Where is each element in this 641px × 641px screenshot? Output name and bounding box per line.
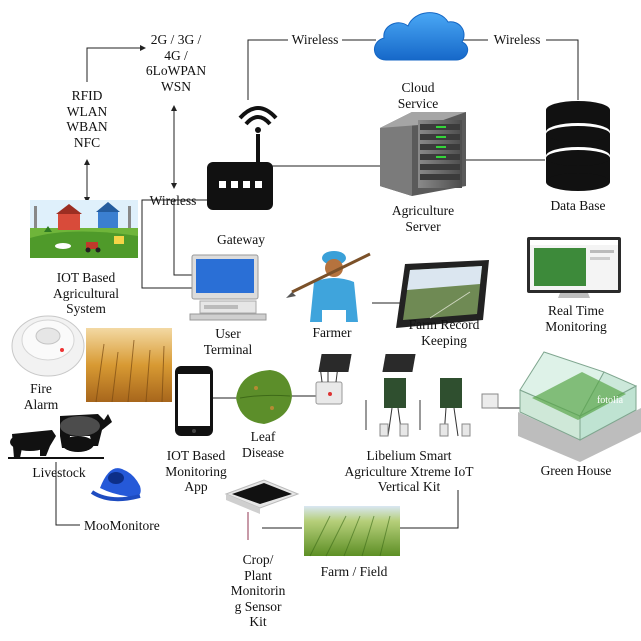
tablet-icon: [396, 260, 489, 328]
cloud-service-label: Cloud Service: [397, 80, 439, 111]
iot-agri-system-label: IOT Based Agricultural System: [53, 270, 119, 316]
server-icon: [380, 112, 466, 196]
greenhouse-icon: [518, 351, 641, 462]
fire-alarm-icon: [11, 315, 85, 377]
fire-alarm-label: Fire Alarm: [23, 381, 59, 412]
real-time-label: Real Time Monitoring: [545, 303, 607, 334]
green-house-label: Green House: [540, 463, 612, 478]
collar-icon: [90, 468, 141, 502]
gateway-label: Gateway: [217, 232, 265, 247]
iot-app-label: IOT Based Monitoring App: [165, 448, 227, 494]
user-terminal-label: User Terminal: [203, 326, 253, 357]
farm-field-label: Farm / Field: [320, 564, 388, 579]
farmer-icon: [286, 251, 371, 322]
database-label: Data Base: [550, 198, 606, 213]
libelium-label: Libelium Smart Agriculture Xtreme IoT Ve…: [344, 448, 474, 494]
greenhouse-watermark: fotolia: [596, 395, 624, 406]
farm-scene-image: [30, 200, 138, 258]
smartphone-icon: [175, 366, 213, 436]
leaf-disease-label: Leaf Disease: [242, 429, 284, 460]
computer-terminal-icon: [189, 254, 267, 321]
monitor-icon: [527, 237, 621, 298]
crop-sensor-icon: [224, 479, 300, 540]
gateway-router-icon: [207, 106, 278, 210]
field-image: [304, 506, 400, 557]
sensor-kit-icon: [315, 354, 499, 437]
connection-lines: [55, 39, 579, 529]
farm-record-label: Farm Record Keeping: [408, 317, 480, 348]
livestock-label: Livestock: [32, 465, 86, 480]
livestock-icon: [8, 414, 112, 459]
farmer-label: Farmer: [312, 325, 352, 340]
wheat-image: [86, 328, 172, 403]
agri-server-label: Agriculture Server: [391, 203, 455, 234]
protocols-left-label: RFID WLAN WBAN NFC: [66, 88, 108, 150]
wireless-right-top-label: Wireless: [493, 32, 541, 47]
wireless-left-top-label: Wireless: [291, 32, 339, 47]
protocols-top-label: 2G / 3G / 4G / 6LoWPAN WSN: [145, 32, 207, 94]
database-icon: [546, 101, 610, 191]
moomonitore-label: MooMonitore: [84, 518, 160, 533]
crop-kit-label: Crop/ Plant Monitorin g Sensor Kit: [230, 552, 286, 629]
wireless-gateway-label: Wireless: [149, 193, 197, 208]
cloud-icon: [374, 12, 469, 61]
leaf-icon: [236, 370, 292, 424]
